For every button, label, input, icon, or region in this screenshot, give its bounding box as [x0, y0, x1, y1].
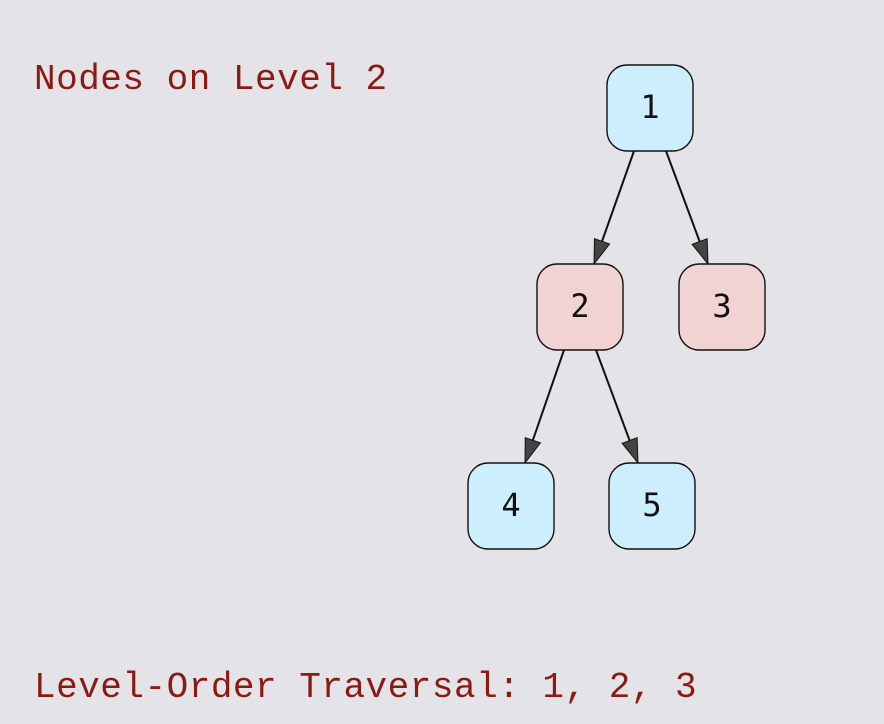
edge-2-5: [595, 349, 631, 441]
node-box-1: [606, 64, 694, 152]
node-box-3: [678, 263, 766, 351]
edge-1-3: [665, 150, 701, 242]
node-label-2: 2: [570, 287, 589, 325]
node-box-4: [467, 462, 555, 550]
tree-node-5: 5: [608, 462, 696, 550]
arrowhead-1-2: [593, 238, 611, 266]
arrowhead-2-4: [524, 437, 542, 465]
node-label-4: 4: [501, 486, 520, 524]
edge-2-4: [531, 349, 565, 441]
node-box-2: [536, 263, 624, 351]
tree-node-4: 4: [467, 462, 555, 550]
edge-1-2: [601, 150, 635, 242]
traversal-caption: Level-Order Traversal: 1, 2, 3: [34, 667, 698, 708]
level-caption: Nodes on Level 2: [34, 59, 388, 100]
nodes-layer: 1 2 3 4 5: [467, 64, 766, 550]
node-label-3: 3: [712, 287, 731, 325]
arrowhead-2-5: [621, 437, 639, 465]
node-box-5: [608, 462, 696, 550]
edges-layer: [524, 150, 709, 465]
arrowhead-1-3: [691, 238, 709, 266]
tree-node-3: 3: [678, 263, 766, 351]
tree-node-1: 1: [606, 64, 694, 152]
node-label-1: 1: [640, 88, 659, 126]
node-label-5: 5: [642, 486, 661, 524]
tree-node-2: 2: [536, 263, 624, 351]
